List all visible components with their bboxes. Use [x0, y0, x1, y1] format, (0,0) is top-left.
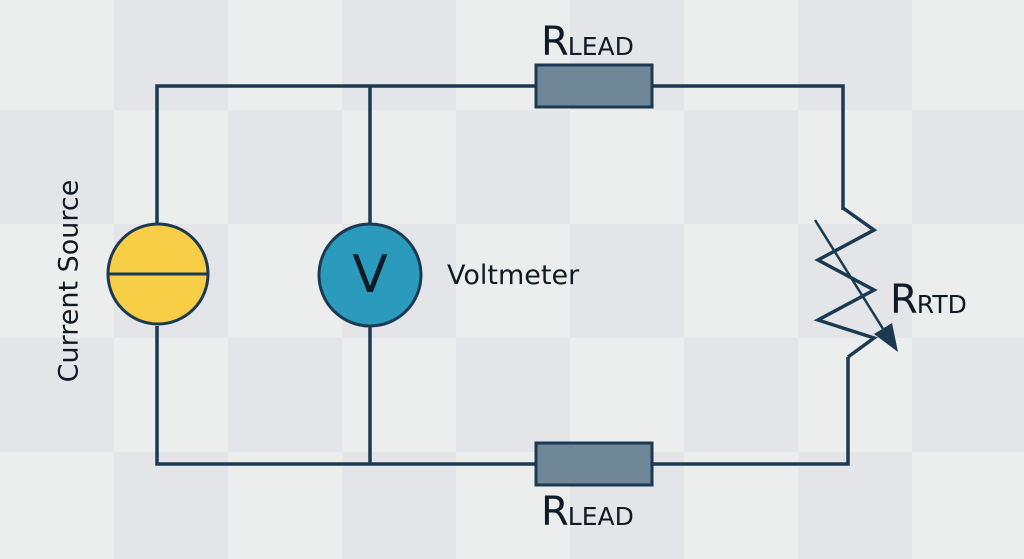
wire-left-top [155, 84, 536, 228]
lead-resistor-top [534, 63, 654, 109]
rtd-main: R [890, 277, 918, 323]
lead-bottom-sub: LEAD [567, 502, 634, 531]
rtd-sub: RTD [916, 290, 967, 319]
current-source-label: Current Source [53, 179, 85, 383]
lead-resistor-bottom [534, 441, 654, 487]
rtd-arrow-head [874, 323, 898, 352]
lead-resistor-bottom-label: RLEAD [541, 492, 634, 532]
voltmeter-symbol [317, 222, 423, 328]
rtd-resistor [813, 206, 878, 359]
wire-left-bottom [155, 326, 536, 466]
lead-top-sub: LEAD [567, 32, 634, 61]
wire-top-right [652, 84, 845, 210]
rtd-arrow-line [813, 219, 887, 333]
lead-bottom-main: R [541, 489, 569, 535]
lead-top-main: R [541, 19, 569, 65]
lead-resistor-top-label: RLEAD [541, 22, 634, 62]
voltmeter-letter: V [352, 245, 388, 305]
wire-bottom-right [652, 357, 850, 466]
voltmeter-label: Voltmeter [447, 260, 580, 291]
rtd-label: RRTD [890, 280, 967, 320]
